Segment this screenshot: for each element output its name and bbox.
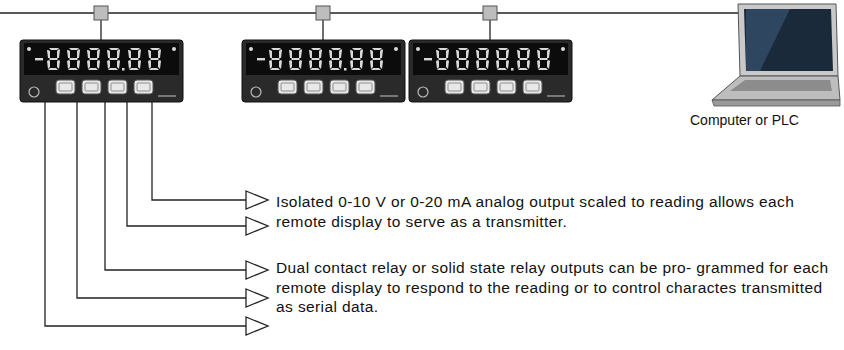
output-note: Isolated 0-10 V or 0-20 mA analog output…: [276, 192, 836, 231]
device-caption: Computer or PLC: [690, 112, 799, 128]
relay-note: Dual contact relay or solid state relay …: [276, 258, 836, 317]
